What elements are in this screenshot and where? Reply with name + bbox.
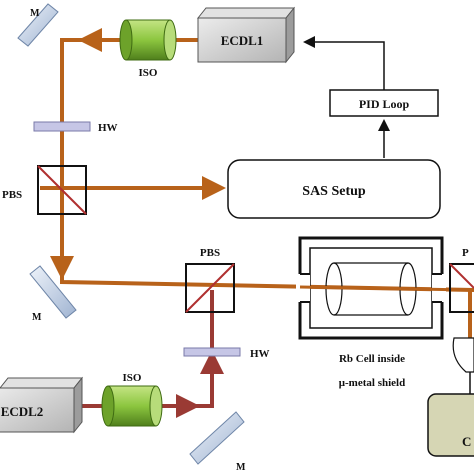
pbs-left-label: PBS — [2, 189, 22, 201]
beam-laser1-arrows — [50, 28, 226, 280]
ecdl2-label: ECDL2 — [1, 404, 44, 419]
iso-top-label: ISO — [139, 67, 158, 79]
hw-bottom-label: HW — [250, 348, 270, 360]
rb-cell-label-line1: Rb Cell inside — [339, 353, 405, 365]
ecdl1-laser: ECDL1 — [196, 6, 296, 64]
lens-partial — [452, 337, 474, 396]
isolator-top: ISO — [119, 19, 177, 79]
pbs-right-label: P — [462, 247, 469, 259]
ecdl1-label: ECDL1 — [221, 33, 264, 48]
hw-top-label: HW — [98, 122, 118, 134]
sas-setup-label: SAS Setup — [302, 184, 366, 199]
pbs-right-partial: P — [449, 247, 474, 313]
half-waveplate-top: HW — [33, 121, 118, 134]
pid-loop-box: PID Loop — [329, 89, 439, 117]
detector-label: C — [462, 434, 471, 449]
pbs-left: PBS — [2, 165, 87, 215]
pbs-middle: PBS — [185, 247, 235, 313]
mirror-mid-label: M — [32, 312, 42, 323]
mirror-top: M — [17, 3, 59, 47]
mirror-mid: M — [29, 265, 77, 323]
beam-laser2-arrows — [170, 350, 224, 418]
isolator-bottom: ISO — [101, 372, 163, 427]
iso-bottom-label: ISO — [123, 372, 142, 384]
sas-setup-box: SAS Setup — [227, 159, 441, 219]
detector-partial: C — [427, 393, 474, 457]
mirror-bottom: M — [189, 411, 246, 473]
rb-cell-label-line2: μ-metal shield — [339, 377, 405, 389]
pid-loop-label: PID Loop — [359, 97, 410, 111]
beam-through-cell — [299, 285, 471, 292]
ecdl2-laser: ECDL2 — [0, 376, 84, 434]
pbs-mid-label: PBS — [200, 247, 220, 259]
half-waveplate-bottom: HW — [183, 347, 270, 360]
feedback-arrows — [303, 36, 390, 158]
mirror-bottom-label: M — [236, 462, 246, 473]
mirror-top-label: M — [30, 8, 40, 19]
